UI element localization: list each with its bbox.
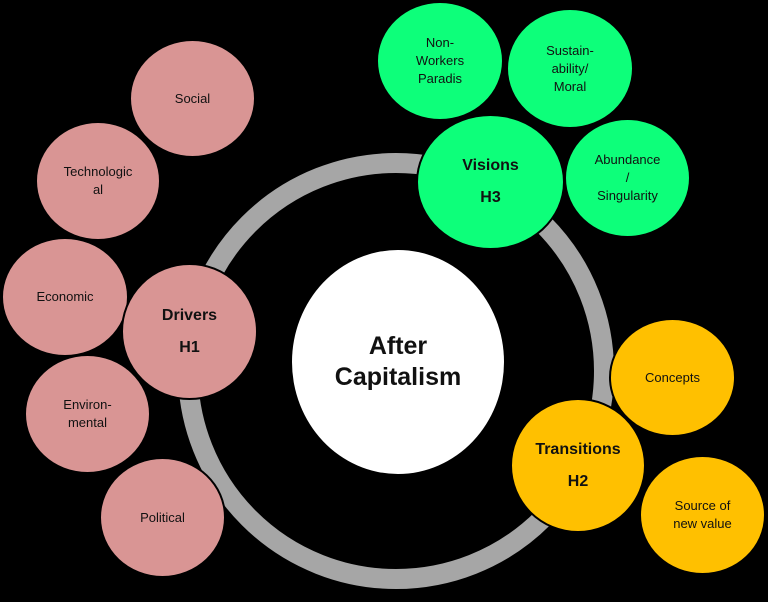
vision-label: Abundance / Singularity: [594, 152, 661, 203]
driver-label: Environ- mental: [63, 397, 112, 430]
transition-label: Source of new value: [673, 498, 732, 531]
vision-non-workers-paradis: Non- Workers Paradis: [376, 1, 504, 121]
hub-code: H3: [480, 189, 501, 206]
driver-environmental: Environ- mental: [24, 354, 151, 474]
driver-label: Social: [174, 90, 211, 106]
driver-label: Economic: [36, 289, 94, 304]
transition-source-of-new-value: Source of new value: [639, 455, 766, 575]
vision-label: Sustain- ability/ Moral: [546, 42, 594, 94]
driver-label: Technologic al: [63, 164, 133, 197]
hub-code: H2: [567, 472, 589, 490]
center-node-after-capitalism: After Capitalism: [292, 250, 504, 474]
driver-label: Political: [140, 509, 185, 525]
driver-social: Social: [129, 39, 256, 158]
hub-code: H1: [179, 338, 200, 356]
hub-title: Visions: [462, 157, 519, 174]
transition-concepts: Concepts: [609, 318, 736, 437]
hub-title: Drivers: [161, 306, 218, 324]
vision-sustainability-moral: Sustain- ability/ Moral: [506, 8, 634, 129]
hub-drivers-h1: Drivers H1: [121, 263, 258, 400]
hub-title: Transitions: [535, 440, 621, 458]
center-label: After Capitalism: [334, 332, 462, 391]
driver-political: Political: [99, 457, 226, 578]
hub-visions-h3: Visions H3: [416, 114, 565, 250]
vision-abundance-singularity: Abundance / Singularity: [564, 118, 691, 238]
driver-technological: Technologic al: [35, 121, 161, 241]
transition-label: Concepts: [645, 369, 700, 385]
driver-economic: Economic: [1, 237, 129, 357]
vision-label: Non- Workers Paradis: [415, 35, 465, 86]
hub-transitions-h2: Transitions H2: [510, 398, 646, 533]
